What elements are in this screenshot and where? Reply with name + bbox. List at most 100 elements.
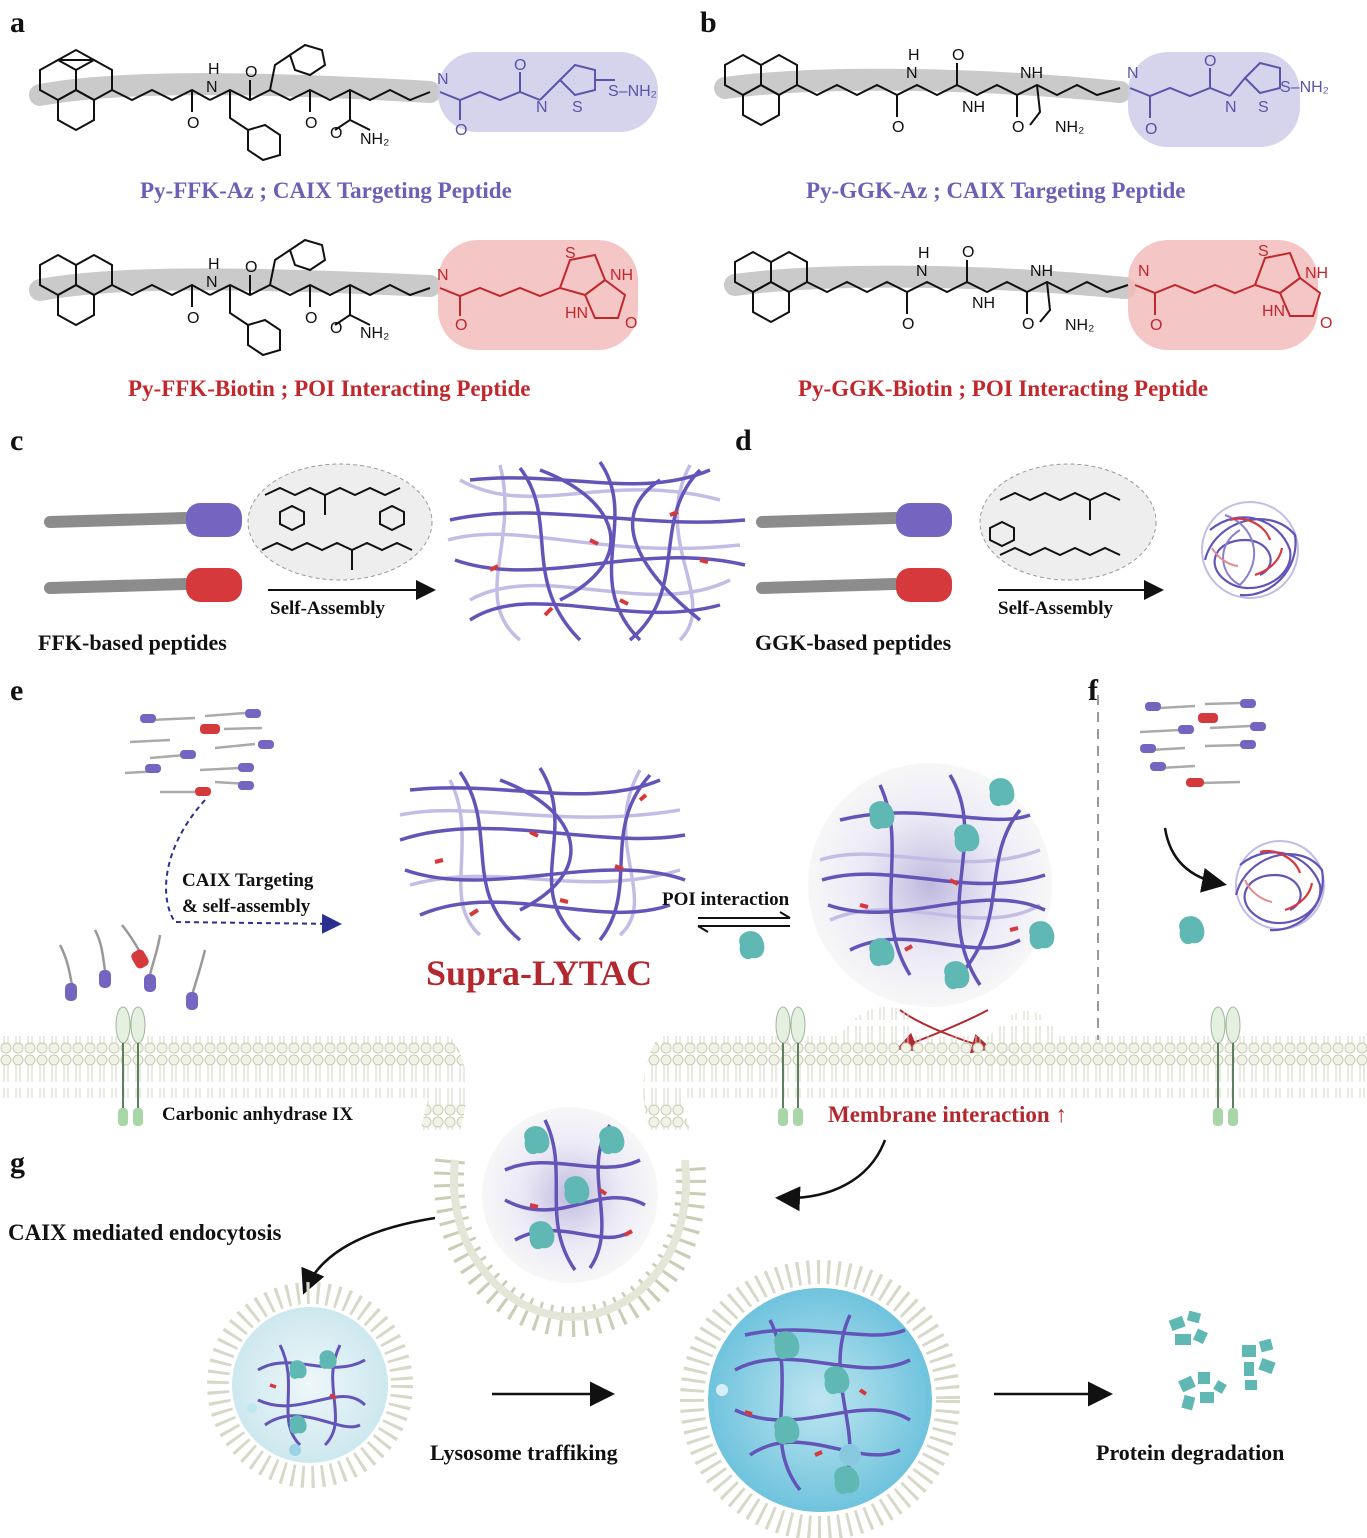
- atom-label: O: [305, 115, 317, 132]
- self-assembly-label-d: Self-Assembly: [998, 598, 1114, 619]
- lysosome-label: Lysosome traffiking: [430, 1440, 618, 1465]
- atom-label: NH: [1030, 263, 1053, 280]
- targeting-label-line1: CAIX Targeting: [182, 870, 314, 891]
- supra-lytac-network: [399, 767, 686, 942]
- atom-label: N: [437, 71, 449, 88]
- atom-label: N: [1138, 263, 1150, 280]
- atom-label: NH: [1305, 265, 1328, 282]
- atom-label: O: [305, 310, 317, 327]
- atom-label: O: [962, 244, 974, 261]
- membrane-interaction-label: Membrane interaction ↑: [828, 1102, 1067, 1127]
- atom-label: S: [565, 245, 576, 262]
- atom-label: NH: [962, 99, 985, 116]
- atom-label: O: [455, 317, 467, 334]
- atom-label: N: [1225, 99, 1237, 116]
- atom-label: S: [1258, 99, 1269, 116]
- atom-label: N: [906, 65, 918, 82]
- atom-label: S: [572, 99, 583, 116]
- atom-label: O: [514, 57, 526, 74]
- atom-label: NH: [610, 267, 633, 284]
- atom-label: N: [916, 263, 928, 280]
- endosome: [207, 1282, 413, 1488]
- atom-label: H: [208, 61, 220, 78]
- atom-label: O: [245, 259, 257, 276]
- atom-label: O: [1150, 317, 1162, 334]
- panel-f-arrow: [1163, 827, 1227, 893]
- atom-label: NH₂: [360, 131, 389, 148]
- atom-label: O: [330, 125, 342, 142]
- endocytosis-arrow: [301, 1216, 436, 1295]
- panel-letter-e: e: [10, 674, 23, 707]
- atom-label: S–NH₂: [608, 83, 657, 100]
- lysosome: [680, 1260, 960, 1538]
- atom-label: O: [1320, 315, 1332, 332]
- atom-label: HN: [1262, 303, 1285, 320]
- poi-interaction-label: POI interaction: [662, 889, 790, 910]
- nanoparticle-cluster-d: [1201, 501, 1299, 599]
- atom-label: O: [1145, 121, 1157, 138]
- atom-label: O: [625, 315, 637, 332]
- panel-letter-b: b: [700, 6, 717, 39]
- compound-title-py-ggk-az: Py-GGK-Az ; CAIX Targeting Peptide: [806, 178, 1185, 203]
- atom-label: N: [206, 79, 218, 96]
- atom-label: N: [206, 274, 218, 291]
- atom-label: N: [536, 99, 548, 116]
- ggk-peptides-label: GGK-based peptides: [755, 630, 952, 655]
- structure-py-ffk-az: H N O O O NH₂ O N O O N S S–NH₂: [29, 43, 658, 162]
- self-assembly-label-c: Self-Assembly: [270, 598, 386, 619]
- atom-label: O: [245, 64, 257, 81]
- atom-label: H: [918, 245, 930, 262]
- atom-label: O: [187, 310, 199, 327]
- nanoparticle-cluster-f: [1234, 840, 1325, 932]
- compound-title-py-ffk-az: Py-FFK-Az ; CAIX Targeting Peptide: [140, 178, 512, 203]
- fiber-network-c: [447, 461, 746, 642]
- structure-py-ffk-biotin: H N O O O NH₂ O N O S NH HN O: [29, 238, 638, 357]
- atom-label: NH₂: [360, 325, 389, 342]
- atom-label: NH: [1020, 65, 1043, 82]
- structure-py-ggk-az: H N O O NH NH O NH₂ N O O N S S–NH₂: [714, 47, 1329, 147]
- structure-py-ggk-biotin: H N O O NH NH O NH₂ N O S NH HN O: [724, 240, 1332, 350]
- atom-label: NH: [972, 295, 995, 312]
- supra-lytac-poi-complex: [808, 763, 1055, 1007]
- caix-receptor: [775, 1006, 806, 1126]
- compound-title-py-ffk-biotin: Py-FFK-Biotin ; POI Interacting Peptide: [128, 376, 530, 401]
- panel-letter-c: c: [10, 424, 23, 457]
- atom-label: NH₂: [1065, 317, 1094, 334]
- atom-label: O: [187, 115, 199, 132]
- equilibrium-arrows: [697, 911, 791, 933]
- atom-label: O: [330, 320, 342, 337]
- molecular-packing-inset-ggk: [979, 463, 1157, 581]
- atom-label: HN: [565, 305, 588, 322]
- atom-label: H: [208, 256, 220, 273]
- atom-label: S–NH₂: [1280, 79, 1329, 96]
- endocytic-pit: [433, 1158, 707, 1338]
- peptide-legend-ffk: [44, 503, 242, 602]
- ffk-peptides-label: FFK-based peptides: [38, 630, 227, 655]
- degraded-protein-fragments: [1168, 1310, 1276, 1411]
- caix-label: Carbonic anhydrase IX: [162, 1104, 353, 1125]
- targeting-label-line2: & self-assembly: [182, 896, 311, 917]
- supra-lytac-label: Supra-LYTAC: [426, 953, 652, 993]
- peptide-legend-ggk: [756, 503, 952, 602]
- panel-letter-f: f: [1088, 674, 1099, 707]
- atom-label: O: [902, 316, 914, 333]
- atom-label: O: [1012, 119, 1024, 136]
- atom-label: O: [952, 47, 964, 64]
- caix-receptor: [115, 1006, 146, 1126]
- atom-label: N: [437, 267, 449, 284]
- free-peptides-f: [1139, 699, 1266, 787]
- atom-label: O: [455, 122, 467, 139]
- poi-protein-icon: [1179, 916, 1205, 945]
- panel-letter-a: a: [10, 6, 25, 39]
- internalizing-complex: [482, 1107, 658, 1283]
- poi-protein-icon: [739, 931, 765, 960]
- atom-label: NH₂: [1055, 119, 1084, 136]
- degradation-label: Protein degradation: [1096, 1440, 1284, 1465]
- panel-letter-d: d: [735, 424, 752, 457]
- atom-label: O: [1022, 316, 1034, 333]
- compound-title-py-ggk-biotin: Py-GGK-Biotin ; POI Interacting Peptide: [798, 376, 1208, 401]
- atom-label: H: [908, 47, 920, 64]
- free-peptides-e: [124, 709, 274, 796]
- atom-label: O: [892, 119, 904, 136]
